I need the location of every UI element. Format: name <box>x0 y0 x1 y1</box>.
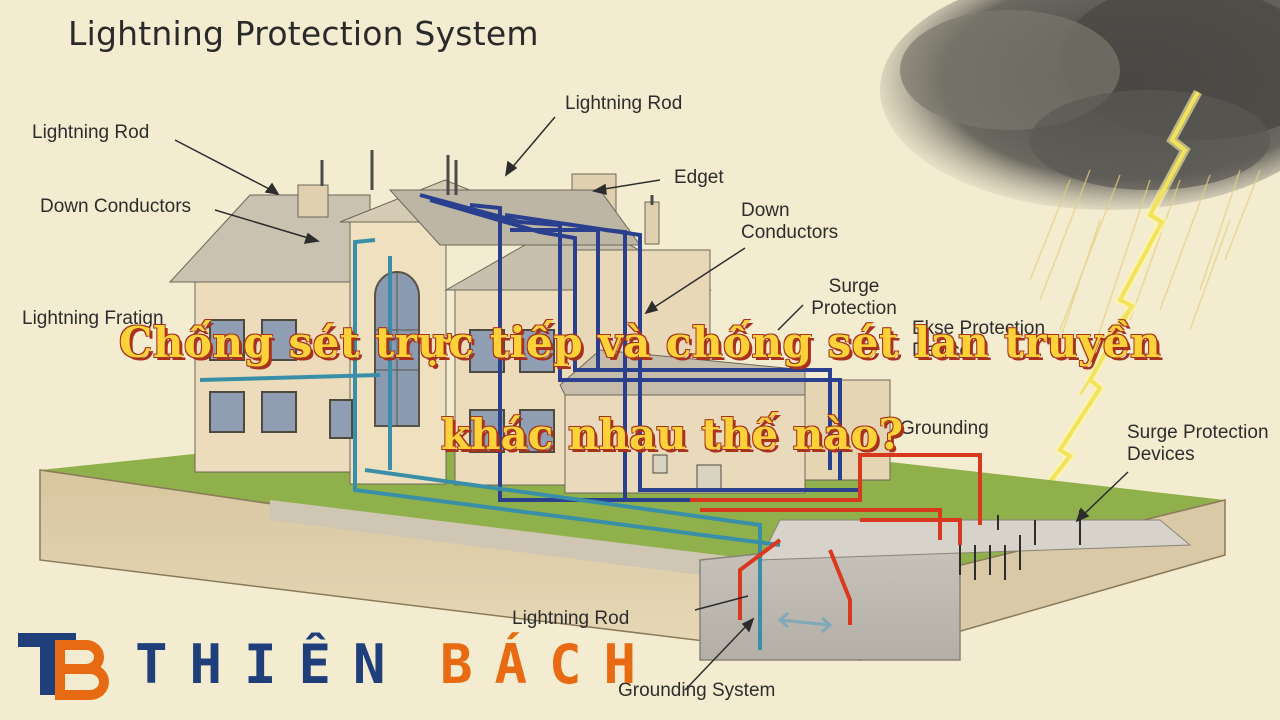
brand-logo <box>18 633 109 700</box>
conductor-teal <box>199 238 781 650</box>
label-lightning-rod-left: Lightning Rod <box>32 122 150 143</box>
earth-arrow <box>777 611 833 634</box>
label-ekse-protection-device: Device <box>912 340 971 361</box>
lightning-bolt <box>1016 89 1202 523</box>
label-lightning-fratign: Lightning Fratign <box>22 308 164 329</box>
label-down-conductors-left: Down Conductors <box>40 196 192 217</box>
label-ekse-protection: Ekse Protection <box>912 318 1046 339</box>
label-surge-protection: Surge Protection <box>811 276 897 319</box>
rain-streaks <box>1029 169 1261 361</box>
brand-word-bach: BÁCH <box>440 633 659 696</box>
conductor-blue <box>419 193 860 502</box>
label-lightning-rod-bottom: Lightning Rod <box>512 608 630 629</box>
label-edget: Edget <box>674 167 724 188</box>
label-grounding: Grounding <box>900 418 989 439</box>
storm-cloud <box>880 0 1280 210</box>
headline-line-1: Chống sét trực tiếp và chống sét lan tru… <box>118 318 1162 367</box>
label-grounding-system: Grounding System <box>618 680 776 701</box>
label-down-conductors-right: Down Conductors <box>741 200 839 243</box>
label-surge-protection-devices: Surge Protection Devices <box>1127 422 1269 465</box>
ground-electrodes <box>959 510 1081 580</box>
label-lightning-rod-top: Lightning Rod <box>565 93 683 114</box>
conductor-red <box>690 453 982 625</box>
headline-line-2: khác nhau thế nào? <box>440 410 904 459</box>
leader-arrows <box>174 116 1129 691</box>
diagram-title: Lightning Protection System <box>68 14 539 53</box>
grounding-pit <box>699 519 1192 661</box>
brand-word-thien: THIÊN <box>135 633 408 696</box>
